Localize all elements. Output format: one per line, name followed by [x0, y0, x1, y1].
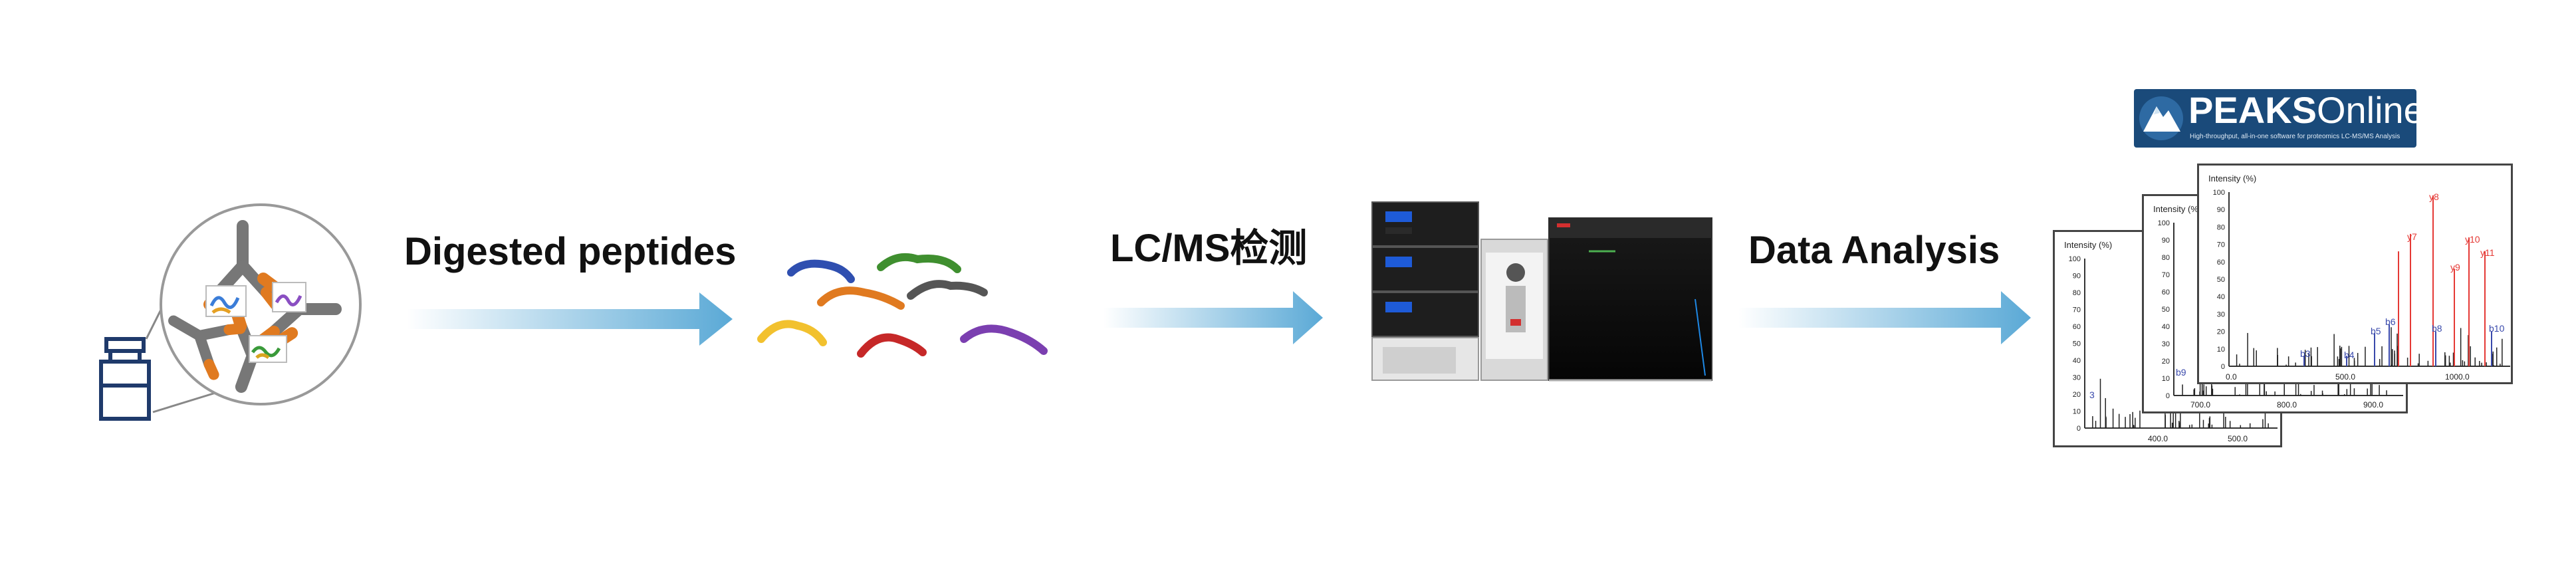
- peak-label-b: 3: [2089, 390, 2095, 400]
- y-tick-label: 0: [2077, 425, 2081, 433]
- y-tick-label: 0: [2166, 392, 2170, 400]
- mountain-logo-icon: [2139, 96, 2183, 140]
- peak-label-b8: b8: [2432, 323, 2442, 334]
- spectrum-axis-label: Intensity (%): [2208, 173, 2257, 183]
- y-tick-label: 90: [2073, 273, 2081, 281]
- peptide-orange: [817, 286, 905, 310]
- antibody-sample-illustration: [99, 203, 362, 421]
- y-tick-label: 40: [2217, 293, 2225, 301]
- logo-tagline: High-throughput, all-in-one software for…: [2190, 133, 2400, 140]
- y-tick-label: 0: [2221, 363, 2225, 371]
- data-analysis-label: Data Analysis: [1748, 229, 2000, 272]
- autosampler: [1480, 239, 1548, 381]
- lc-stack: [1371, 201, 1479, 381]
- y-tick-label: 50: [2217, 276, 2225, 284]
- y-tick-label: 10: [2162, 375, 2170, 383]
- peak-label-y9: y9: [2450, 262, 2460, 273]
- peptide-purple: [960, 324, 1048, 355]
- digested-peptides-label: Digested peptides: [404, 230, 737, 273]
- process-arrow-1: [407, 292, 733, 346]
- peak-label-y11: y11: [2480, 247, 2495, 258]
- peak-label-b10: b10: [2489, 323, 2505, 334]
- y-tick-label: 70: [2217, 241, 2225, 249]
- y-tick-label: 80: [2217, 223, 2225, 231]
- y-tick-label: 30: [2217, 310, 2225, 318]
- x-tick-label: 900.0: [2363, 400, 2383, 409]
- vial-icon: [99, 337, 151, 421]
- peak-label-b3: b3: [2300, 348, 2311, 359]
- y-tick-label: 30: [2073, 374, 2081, 382]
- y-tick-label: 100: [2213, 189, 2225, 197]
- y-tick-label: 30: [2162, 340, 2170, 348]
- y-tick-label: 60: [2073, 323, 2081, 331]
- y-tick-label: 100: [2069, 255, 2081, 263]
- y-tick-label: 20: [2217, 328, 2225, 336]
- x-tick-label: 800.0: [2277, 400, 2297, 409]
- y-tick-label: 60: [2162, 288, 2170, 296]
- peptide-yellow: [757, 320, 827, 346]
- x-tick-label: 700.0: [2190, 400, 2210, 409]
- peak-label-y8: y8: [2429, 191, 2439, 202]
- x-tick-label: 0.0: [2226, 372, 2237, 382]
- peptide-gray: [907, 280, 988, 300]
- peak-label-y10: y10: [2465, 234, 2480, 245]
- peak-label-b6: b6: [2385, 316, 2396, 327]
- y-tick-label: 70: [2162, 271, 2170, 279]
- lcms-detection-label: LC/MS检测: [1110, 227, 1308, 270]
- y-tick-label: 20: [2162, 358, 2170, 366]
- y-tick-label: 40: [2162, 323, 2170, 331]
- y-tick-label: 40: [2073, 357, 2081, 365]
- peptide-green: [877, 253, 961, 273]
- y-tick-label: 100: [2158, 219, 2170, 227]
- x-tick-label: 1000.0: [2445, 372, 2470, 382]
- spectrum-panel-front: Intensity (%) 0 10 20 30 40 50 60 70 80 90 100 0.0…: [2197, 164, 2513, 384]
- spectrum-axis-label: Intensity (%): [2064, 240, 2113, 250]
- y-tick-label: 50: [2073, 340, 2081, 348]
- y-tick-label: 60: [2217, 259, 2225, 267]
- x-tick-label: 500.0: [2335, 372, 2355, 382]
- mass-spectrometer: [1548, 217, 1712, 382]
- y-tick-label: 70: [2073, 306, 2081, 314]
- peak-label-y7: y7: [2407, 231, 2417, 242]
- y-tick-label: 90: [2217, 206, 2225, 214]
- y-tick-label: 50: [2162, 306, 2170, 314]
- peptide-blue: [787, 259, 855, 283]
- peak-label-b5: b5: [2371, 326, 2381, 336]
- y-tick-label: 10: [2217, 346, 2225, 354]
- y-tick-label: 20: [2073, 391, 2081, 399]
- protein-structure-icon: [205, 282, 306, 363]
- peptide-fragments: [757, 253, 1048, 358]
- peaks-online-logo: PEAKSOnline High-throughput, all-in-one …: [2134, 89, 2416, 148]
- y-tick-label: 10: [2073, 408, 2081, 416]
- y-tick-label: 80: [2162, 254, 2170, 262]
- x-tick-label: 400.0: [2148, 434, 2168, 443]
- logo-brand-light: Online: [2316, 89, 2416, 131]
- y-tick-label: 80: [2073, 289, 2081, 297]
- sample-stage: [86, 193, 379, 425]
- logo-brand-bold: PEAKS: [2188, 89, 2317, 131]
- spectrum-axis-label: Intensity (%): [2153, 204, 2202, 214]
- peak-label-b4: b4: [2344, 350, 2355, 360]
- peptide-red: [857, 333, 927, 358]
- x-tick-label: 500.0: [2228, 434, 2248, 443]
- process-arrow-2: [1104, 291, 1323, 344]
- process-arrow-3: [1738, 291, 2031, 344]
- peak-label-b: b9: [2176, 367, 2186, 378]
- y-tick-label: 90: [2162, 237, 2170, 245]
- lcms-instrument-illustration: [1371, 201, 1712, 382]
